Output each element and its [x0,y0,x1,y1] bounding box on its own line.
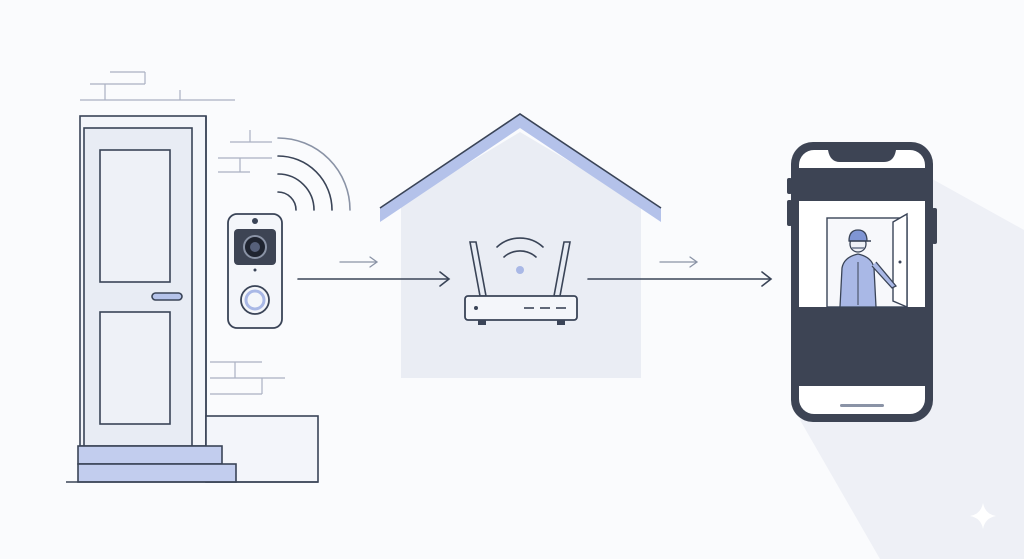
house-roof-fill [401,132,641,204]
door-handle [151,292,183,301]
edge-doorbell-router [297,256,451,287]
edge-router-phone [587,256,773,287]
door-inset-bottom [99,311,171,425]
person-at-door-icon [826,212,908,309]
home-indicator [840,404,884,407]
wifi-signal-icon [277,137,351,211]
door-step-top [77,445,223,465]
front-door-group [66,71,319,483]
brick-lines [80,71,285,395]
smartphone-icon [787,142,937,422]
home-house [379,113,662,378]
screen-footer-bar [799,307,925,386]
door-inset-top [99,149,171,283]
phone-notch [828,150,896,162]
screen-header-bar [799,168,925,201]
wifi-router-icon [464,237,578,325]
house-body [401,204,641,378]
video-doorbell [227,213,283,329]
sparkle-icon [970,503,996,529]
door-step-bottom [77,463,237,483]
